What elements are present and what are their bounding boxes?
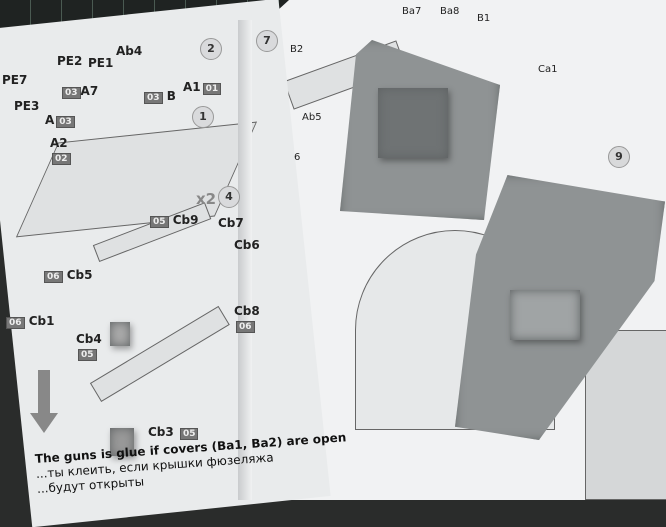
- label-b: 03 B: [142, 89, 176, 104]
- page-gutter: [238, 20, 252, 500]
- label-cb1: 06 Cb1: [4, 314, 54, 329]
- label-b2: B2: [290, 44, 304, 55]
- plastic-part-seat: [510, 290, 580, 340]
- label-cb6: Cb6: [234, 238, 260, 252]
- down-arrow-icon: [30, 370, 58, 433]
- label-ab5: Ab5: [302, 112, 322, 123]
- label-ba8: Ba8: [440, 6, 460, 17]
- step-1: 1: [192, 106, 214, 128]
- sketch-gun-large: [89, 305, 230, 403]
- label-ba7: Ba7: [402, 6, 422, 17]
- step-6: 6: [294, 152, 301, 163]
- label-pe1: PE1: [88, 56, 114, 70]
- part-cb4-drawing: [110, 322, 130, 346]
- plastic-part-tub-opening: [378, 88, 448, 158]
- sketch-cockpit: [585, 330, 666, 500]
- label-pe7: PE7: [2, 73, 28, 87]
- label-pe2: PE2: [57, 54, 83, 68]
- label-cb5: 06 Cb5: [42, 268, 92, 283]
- step-4: 4: [218, 186, 240, 208]
- label-ab4: Ab4: [116, 44, 143, 58]
- step-9: 9: [608, 146, 630, 168]
- label-b1: B1: [477, 13, 491, 24]
- step-2: 2: [200, 38, 222, 60]
- label-cb9: 05 Cb9: [148, 213, 198, 228]
- label-pe3: PE3: [14, 99, 40, 113]
- multiplier: x2: [196, 190, 217, 208]
- label-cb3: Cb3 05: [148, 425, 199, 440]
- label-cb7: Cb7: [218, 216, 244, 230]
- step-7: 7: [256, 30, 278, 52]
- part-cb3-drawing: [110, 428, 134, 456]
- label-ca1: Ca1: [538, 64, 558, 75]
